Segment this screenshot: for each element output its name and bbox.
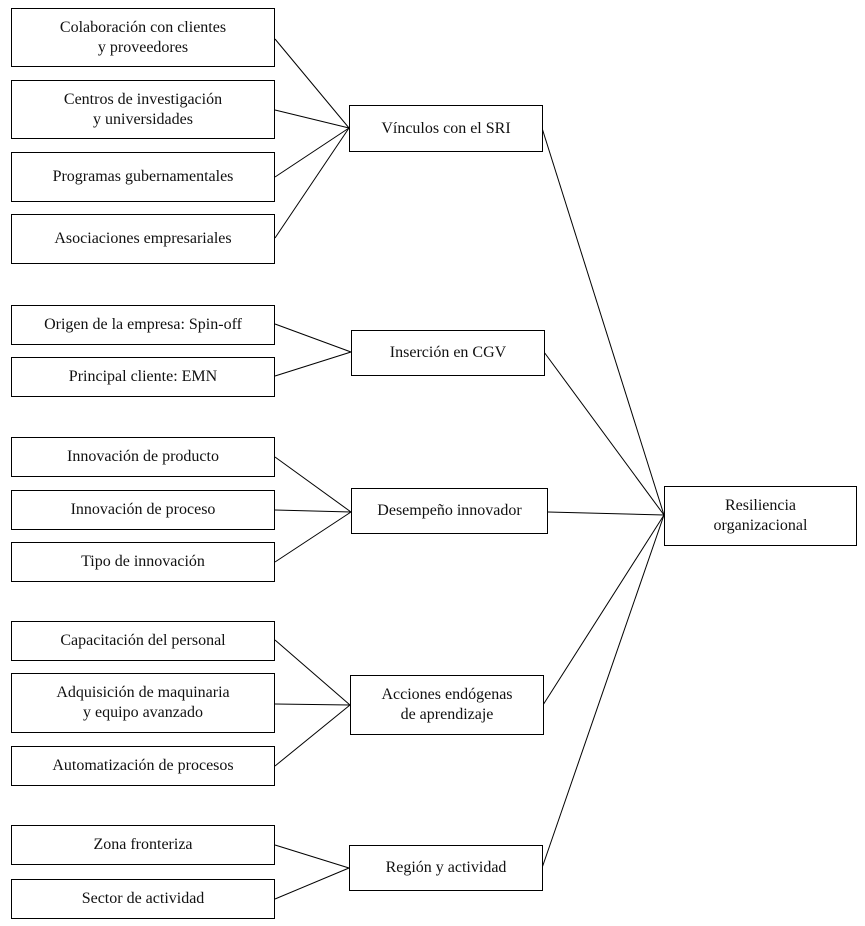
group-box-desempeno: Desempeño innovador (351, 488, 548, 534)
connector (541, 127, 665, 516)
connector (274, 323, 352, 353)
item-box: Centros de investigación y universidades (11, 80, 275, 139)
group-box-region: Región y actividad (349, 845, 543, 891)
item-box: Colaboración con clientes y proveedores (11, 8, 275, 67)
connector (274, 351, 352, 377)
item-box: Capacitación del personal (11, 621, 275, 661)
item-box: Automatización de procesos (11, 746, 275, 786)
connector (274, 127, 350, 178)
item-box: Adquisición de maquinaria y equipo avanz… (11, 673, 275, 733)
item-box: Sector de actividad (11, 879, 275, 919)
connector (274, 867, 350, 900)
group-box-cgv: Inserción en CGV (351, 330, 545, 376)
connector (543, 351, 665, 516)
item-box: Principal cliente: EMN (11, 357, 275, 397)
connector (274, 456, 352, 513)
item-box: Programas gubernamentales (11, 152, 275, 202)
item-box: Zona fronteriza (11, 825, 275, 865)
connector (542, 514, 665, 706)
group-box-acciones: Acciones endógenas de aprendizaje (350, 675, 544, 735)
connector (274, 509, 352, 513)
outcome-box: Resiliencia organizacional (664, 486, 857, 546)
connector (274, 844, 350, 869)
connector (274, 639, 351, 706)
connector (274, 704, 351, 767)
connector (274, 127, 350, 239)
connector (541, 514, 665, 869)
connector (274, 511, 352, 563)
item-box: Asociaciones empresariales (11, 214, 275, 264)
connector (274, 109, 350, 129)
item-box: Innovación de proceso (11, 490, 275, 530)
connector (274, 703, 351, 706)
item-box: Tipo de innovación (11, 542, 275, 582)
connector (547, 511, 665, 516)
group-box-vinculos: Vínculos con el SRI (349, 105, 543, 152)
item-box: Innovación de producto (11, 437, 275, 477)
item-box: Origen de la empresa: Spin-off (11, 305, 275, 345)
connector (274, 38, 350, 129)
